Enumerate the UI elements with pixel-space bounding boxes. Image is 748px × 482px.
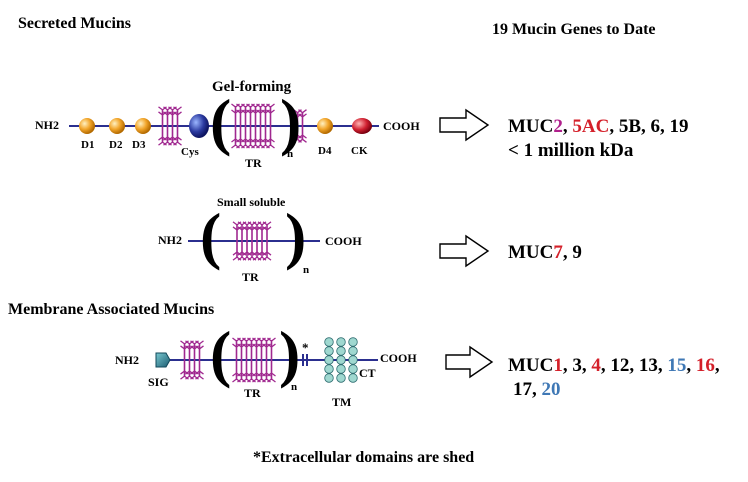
small-right-paren: ) — [285, 200, 307, 271]
ck-label: CK — [351, 145, 368, 157]
gene-list-segment: , — [562, 116, 573, 137]
tm-circle — [324, 373, 334, 383]
transmembrane-domain — [324, 337, 358, 383]
membrane-left-paren: ( — [210, 318, 232, 389]
gene-list-segment: 16 — [695, 355, 715, 376]
tm-circle — [348, 373, 358, 383]
membrane-mucins-heading: Membrane Associated Mucins — [8, 301, 215, 318]
tm-circle — [348, 364, 358, 374]
cys-domain — [189, 114, 209, 138]
tandem-repeat-small — [232, 221, 272, 261]
sig-domain — [155, 352, 171, 368]
membrane-gene-list-line1: MUC1, 3, 4, 12, 13, 15, 16, — [508, 356, 720, 375]
tm-circle — [324, 355, 334, 365]
membrane-cooh-label: COOH — [380, 351, 417, 365]
gel-cooh-label: COOH — [383, 119, 420, 133]
gene-list-segment: 1 — [553, 355, 563, 376]
membrane-nh2-label: NH2 — [115, 353, 139, 367]
tandem-repeat-membrane-pre — [180, 340, 204, 380]
arrow-right-outline-icon — [439, 108, 490, 142]
tm-circle — [336, 337, 346, 347]
tm-circle — [348, 346, 358, 356]
small-n-label: n — [303, 264, 310, 276]
gel-right-paren: ) — [280, 86, 302, 157]
gene-list-segment: , — [714, 355, 720, 376]
gene-list-segment: 7 — [553, 242, 563, 263]
tandem-repeat-post — [293, 109, 307, 143]
gel-forming-title: Gel-forming — [212, 79, 292, 95]
arrow-right-outline-icon — [445, 345, 494, 379]
cys-label: Cys — [181, 146, 199, 158]
gene-list-segment: , 5B, 6, 19 — [609, 116, 689, 137]
gene-list-segment: 5AC — [572, 116, 610, 137]
gene-list-segment: 15 — [667, 355, 687, 376]
arrow-right-outline-icon — [439, 234, 490, 268]
tandem-repeat-core — [231, 103, 275, 149]
membrane-n-label: n — [291, 381, 298, 393]
gel-size: < 1 million kDa — [508, 140, 634, 161]
tm-circle — [348, 355, 358, 365]
small-soluble-title: Small soluble — [217, 195, 286, 209]
gene-list-segment: 2 — [553, 116, 563, 137]
tm-circle — [324, 337, 334, 347]
tm-circle — [336, 373, 346, 383]
tm-label: TM — [332, 395, 352, 409]
d2-label: D2 — [109, 139, 123, 151]
gene-list-segment: , 12, 13, — [600, 355, 668, 376]
tm-circle — [336, 364, 346, 374]
d4-domain — [317, 118, 333, 134]
membrane-right-paren: ) — [279, 318, 301, 389]
ct-label: CT — [359, 366, 376, 380]
d2-domain — [109, 118, 125, 134]
small-tr-label: TR — [242, 270, 259, 284]
small-cooh-label: COOH — [325, 234, 362, 248]
tm-circle — [336, 355, 346, 365]
d3-domain — [135, 118, 151, 134]
gene-list-segment: 20 — [541, 379, 561, 400]
d1-domain — [79, 118, 95, 134]
gel-tr-label: TR — [245, 156, 262, 170]
tandem-repeat-groups — [158, 103, 307, 383]
secreted-mucins-heading: Secreted Mucins — [18, 15, 132, 32]
sig-label: SIG — [148, 375, 169, 389]
gel-left-paren: ( — [210, 86, 232, 157]
tm-circle — [348, 337, 358, 347]
gene-list-segment: MUC — [508, 242, 554, 263]
gel-gene-list: MUC2, 5AC, 5B, 6, 19 — [508, 117, 689, 136]
gene-list-segment: MUC — [508, 116, 554, 137]
membrane-tr-label: TR — [244, 386, 261, 400]
tm-circle — [324, 346, 334, 356]
gel-n-label: n — [287, 148, 294, 160]
tandem-repeat-pre — [158, 106, 182, 146]
small-gene-list: MUC7, 9 — [508, 243, 582, 262]
tm-circle — [336, 346, 346, 356]
gene-list-segment: , 9 — [562, 242, 582, 263]
membrane-gene-list-line2: 17, 20 — [513, 380, 561, 399]
tandem-repeat-membrane-core — [232, 337, 276, 383]
gel-nh2-label: NH2 — [35, 118, 59, 132]
gene-list-segment: 4 — [591, 355, 601, 376]
gene-list-segment: , — [686, 355, 696, 376]
footnote: *Extracellular domains are shed — [253, 449, 475, 466]
small-left-paren: ( — [200, 200, 222, 271]
gene-list-segment: MUC — [508, 355, 554, 376]
ck-domain — [352, 118, 372, 134]
small-nh2-label: NH2 — [158, 233, 182, 247]
gene-list-segment: , 3, — [562, 355, 592, 376]
tm-circle — [324, 364, 334, 374]
d4-label: D4 — [318, 145, 332, 157]
d1-label: D1 — [81, 139, 95, 151]
d3-label: D3 — [132, 139, 146, 151]
gene-list-segment: 17, — [513, 379, 542, 400]
gene-count-heading: 19 Mucin Genes to Date — [492, 21, 656, 38]
shed-asterisk: * — [302, 340, 309, 355]
